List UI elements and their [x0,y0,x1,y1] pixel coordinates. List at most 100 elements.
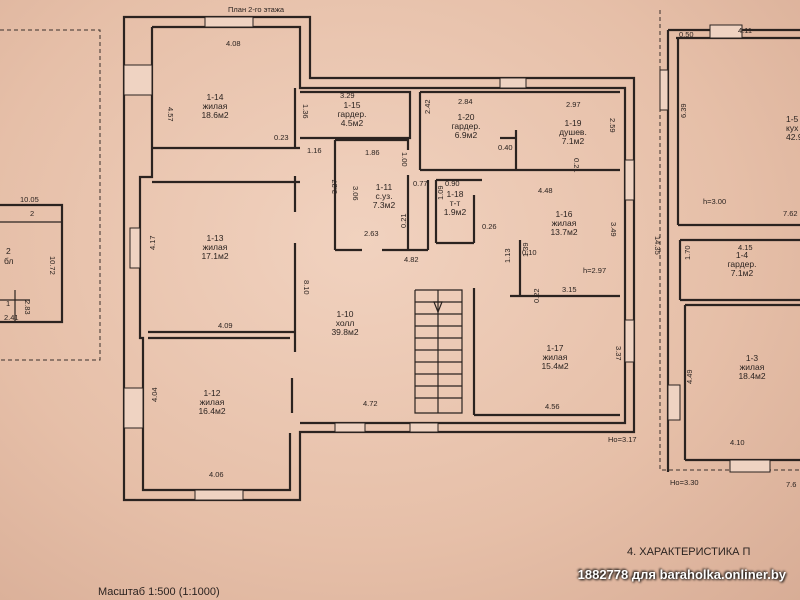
svg-text:39.8м2: 39.8м2 [331,327,358,337]
svg-text:4.04: 4.04 [150,387,159,402]
svg-text:0.40: 0.40 [498,143,513,152]
svg-text:1-13: 1-13 [206,233,223,243]
svg-text:1-20: 1-20 [457,112,474,122]
svg-text:6.39: 6.39 [679,103,688,118]
room-1-18: 1-18 т-т 1.9м2 [444,189,467,217]
svg-text:1.09: 1.09 [436,185,445,200]
svg-text:1-10: 1-10 [336,309,353,319]
svg-text:душев.: душев. [559,127,587,137]
svg-text:10.05: 10.05 [20,195,39,204]
svg-text:2.97: 2.97 [566,100,581,109]
room-1-14: 1-14 жилая 18.6м2 [201,92,228,120]
svg-text:гардер.: гардер. [452,121,481,131]
svg-text:1.39: 1.39 [521,242,530,257]
svg-text:холл: холл [336,318,355,328]
svg-text:2.41: 2.41 [4,313,19,322]
svg-text:2.63: 2.63 [364,229,379,238]
svg-text:жилая: жилая [543,352,568,362]
svg-text:1-15: 1-15 [343,100,360,110]
svg-text:3.15: 3.15 [562,285,577,294]
svg-text:т-т: т-т [450,198,461,208]
room-1-13: 1-13 жилая 17.1м2 [201,233,228,261]
svg-text:3.06: 3.06 [351,186,360,201]
svg-text:1-16: 1-16 [555,209,572,219]
svg-text:10.72: 10.72 [48,256,57,275]
svg-text:кух: кух [786,123,799,133]
plan-title: План 2-го этажа [228,5,285,14]
svg-text:1-18: 1-18 [446,189,463,199]
svg-text:Но=3.30: Но=3.30 [670,478,699,487]
svg-text:3.49: 3.49 [609,222,618,237]
svg-text:жилая: жилая [203,242,228,252]
svg-text:0.26: 0.26 [482,222,497,231]
interior-walls [148,88,620,417]
svg-text:4.10: 4.10 [730,438,745,447]
svg-text:7.3м2: 7.3м2 [373,200,396,210]
svg-text:4.06: 4.06 [209,470,224,479]
svg-text:15.4м2: 15.4м2 [541,361,568,371]
svg-text:1.13: 1.13 [503,248,512,263]
room-1-20: 1-20 гардер. 6.9м2 [452,112,481,140]
right-plan-fragment [659,10,800,473]
svg-text:4.17: 4.17 [148,235,157,250]
svg-text:h=2.97: h=2.97 [583,266,606,275]
svg-text:1-17: 1-17 [546,343,563,353]
svg-text:4.57: 4.57 [166,107,175,122]
svg-text:жилая: жилая [740,362,765,372]
svg-text:жилая: жилая [203,101,228,111]
svg-text:7.1м2: 7.1м2 [731,268,754,278]
svg-text:4.82: 4.82 [404,255,419,264]
svg-text:1-12: 1-12 [203,388,220,398]
svg-text:жилая: жилая [552,218,577,228]
svg-text:14.35: 14.35 [653,236,662,255]
svg-text:13.7м2: 13.7м2 [550,227,577,237]
svg-text:18.6м2: 18.6м2 [201,110,228,120]
svg-text:0.21: 0.21 [572,158,581,173]
svg-text:18.4м2: 18.4м2 [738,371,765,381]
svg-text:1-4: 1-4 [736,250,749,260]
svg-text:0.23: 0.23 [274,133,289,142]
svg-text:1-11: 1-11 [376,182,393,192]
svg-text:4.49: 4.49 [685,369,694,384]
room-1-10: 1-10 холл 39.8м2 [331,309,358,337]
svg-text:Но=3.17: Но=3.17 [608,435,637,444]
scale-caption: Масштаб 1:500 (1:1000) [98,586,220,598]
svg-text:7.6: 7.6 [786,480,796,489]
svg-text:7.1м2: 7.1м2 [562,136,585,146]
svg-text:0.77: 0.77 [413,179,428,188]
svg-text:1.86: 1.86 [365,148,380,157]
svg-text:2: 2 [30,209,34,218]
svg-text:1: 1 [6,299,10,308]
svg-text:4.48: 4.48 [538,186,553,195]
room-1-16: 1-16 жилая 13.7м2 [550,209,577,237]
svg-text:1-3: 1-3 [746,353,759,363]
svg-text:3.37: 3.37 [614,346,623,361]
svg-text:16.4м2: 16.4м2 [198,406,225,416]
svg-text:2.59: 2.59 [608,118,617,133]
svg-text:4.56: 4.56 [545,402,560,411]
svg-text:4.09: 4.09 [218,321,233,330]
main-outer-walls [122,15,636,502]
svg-text:1.9м2: 1.9м2 [444,207,467,217]
svg-text:1.36: 1.36 [301,104,310,119]
room-1-17: 1-17 жилая 15.4м2 [541,343,568,371]
windows [123,16,635,501]
svg-text:8.10: 8.10 [302,280,311,295]
svg-text:1-14: 1-14 [206,92,223,102]
svg-text:гардер.: гардер. [728,259,757,269]
section-title: 4. ХАРАКТЕРИСТИКА П [627,546,751,558]
svg-text:0.90: 0.90 [445,179,460,188]
svg-text:2.83: 2.83 [23,300,32,315]
svg-text:0.21: 0.21 [399,213,408,228]
level-markers: h=2.97 h=3.00 Но=3.17 Но=3.30 [583,197,726,487]
svg-text:2.84: 2.84 [458,97,473,106]
svg-text:гардер.: гардер. [338,109,367,119]
svg-text:3.27: 3.27 [330,179,339,194]
svg-text:7.62: 7.62 [783,209,798,218]
svg-text:4.72: 4.72 [363,399,378,408]
svg-text:4.11: 4.11 [738,26,752,35]
svg-text:0.10: 0.10 [522,248,537,257]
svg-text:2: 2 [6,246,11,256]
svg-text:0.22: 0.22 [532,288,541,303]
